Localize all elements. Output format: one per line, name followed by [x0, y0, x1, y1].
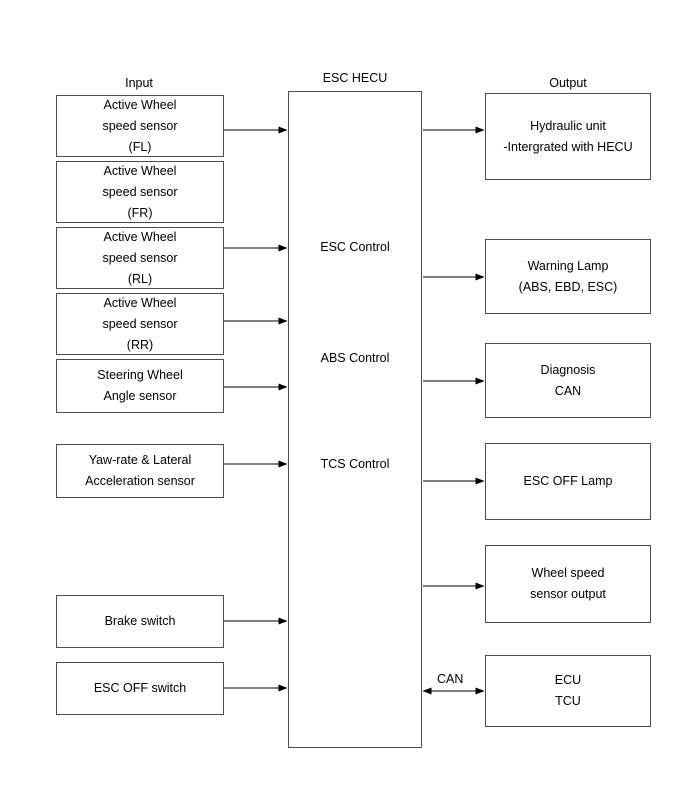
input-node-label-line: speed sensor [102, 184, 178, 199]
output-node-label-line: (ABS, EBD, ESC) [518, 279, 618, 294]
output-node-esc-off-lamp[interactable]: ESC OFF Lamp [485, 443, 651, 520]
output-node-ecu-tcu[interactable]: ECU TCU [485, 655, 651, 727]
column-header-hecu: ESC HECU [322, 71, 388, 85]
input-node-label-line: Yaw-rate & Lateral [88, 453, 192, 467]
input-node-brake-switch[interactable]: Brake switch [56, 595, 224, 648]
input-node-label-line: Steering Wheel [97, 368, 183, 382]
input-node-label-line: Acceleration sensor [85, 474, 195, 488]
input-node-label-line: Active Wheel [103, 295, 177, 310]
hecu-function-label-1: ESC Control [320, 240, 390, 254]
output-node-label-line: Wheel speed [531, 566, 605, 580]
input-node-label-line: (FR) [127, 205, 153, 220]
input-node-label-line: Active Wheel [103, 163, 177, 178]
column-header-input: Input [125, 76, 153, 90]
hecu-function-label-2: ABS Control [320, 351, 390, 365]
input-node-label-line: speed sensor [102, 250, 178, 265]
input-node-wheel-speed-fl[interactable]: Active Wheel speed sensor (FL) [56, 95, 224, 157]
output-node-warning-lamp[interactable]: Warning Lamp (ABS, EBD, ESC) [485, 239, 651, 314]
esc-hecu-block[interactable] [288, 91, 422, 748]
output-node-label-line: ECU [554, 673, 582, 687]
input-node-label-line: ESC OFF switch [93, 681, 187, 695]
input-node-label-line: speed sensor [102, 118, 178, 133]
output-node-label-line: Hydraulic unit [530, 118, 606, 133]
input-node-label-line: Active Wheel [103, 229, 177, 244]
input-node-label-line: (RL) [127, 271, 153, 286]
hecu-function-label-3: TCS Control [320, 457, 390, 471]
output-node-label-line: -Intergrated with HECU [503, 139, 633, 154]
input-node-wheel-speed-fr[interactable]: Active Wheel speed sensor (FR) [56, 161, 224, 223]
column-header-output: Output [549, 76, 587, 90]
output-node-label-line: Warning Lamp [527, 258, 609, 273]
input-node-label-line: speed sensor [102, 316, 178, 331]
input-node-label-line: Angle sensor [103, 389, 177, 403]
output-node-label-line: sensor output [530, 587, 606, 601]
output-node-hydraulic-unit[interactable]: Hydraulic unit -Intergrated with HECU [485, 93, 651, 180]
input-node-label-line: (RR) [126, 337, 154, 352]
output-node-label-line: CAN [554, 383, 582, 398]
input-node-esc-off-switch[interactable]: ESC OFF switch [56, 662, 224, 715]
output-node-label-line: ESC OFF Lamp [523, 474, 613, 488]
output-node-label-line: TCU [555, 694, 581, 708]
output-node-label-line: Diagnosis [540, 362, 596, 377]
input-node-label-line: Brake switch [104, 614, 176, 628]
can-bus-label: CAN [437, 672, 464, 686]
input-node-wheel-speed-rr[interactable]: Active Wheel speed sensor (RR) [56, 293, 224, 355]
input-node-label-line: Active Wheel [103, 97, 177, 112]
input-node-label-line: (FL) [128, 139, 152, 154]
output-node-wheel-speed-sensor-output[interactable]: Wheel speed sensor output [485, 545, 651, 623]
input-node-wheel-speed-rl[interactable]: Active Wheel speed sensor (RL) [56, 227, 224, 289]
